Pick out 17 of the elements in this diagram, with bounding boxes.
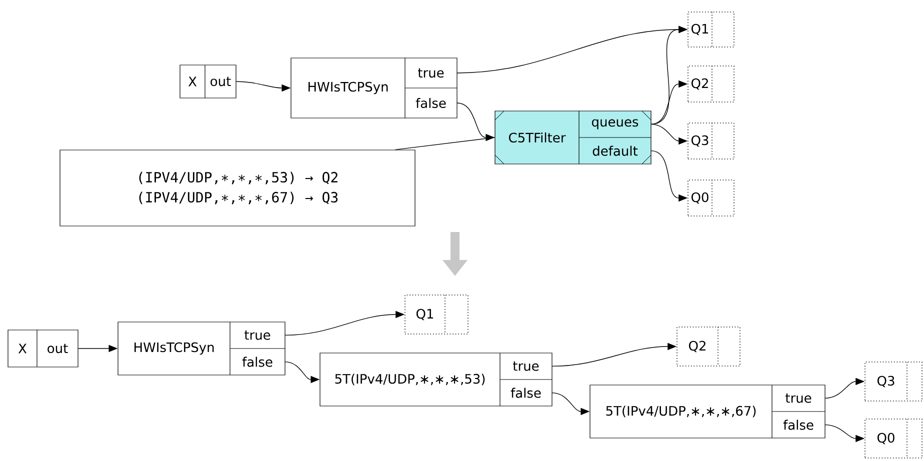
- queue-box: Q3: [864, 362, 922, 402]
- queue-box: Q3: [688, 122, 734, 160]
- queue-box: Q2: [676, 326, 740, 366]
- classifier-box: 5T(IPv4/UDP,∗,∗,∗,67) true false: [590, 384, 826, 438]
- source-box: X out: [8, 330, 78, 368]
- note-box: (IPV4/UDP,∗,∗,∗,53) → Q2 (IPV4/UDP,∗,∗,∗,67) → Q3: [60, 150, 416, 226]
- queue-box: Q0: [864, 418, 922, 458]
- classifier-box: HWIsTCPSyn true false: [290, 58, 458, 118]
- filter-box: C5TFilter queues default: [494, 110, 652, 164]
- callout-tail: [394, 137, 496, 150]
- queue-box: Q1: [688, 12, 734, 48]
- queue-box: Q0: [688, 180, 734, 216]
- queue-box: Q1: [404, 294, 468, 334]
- classifier-box: HWIsTCPSyn true false: [118, 322, 286, 376]
- queue-box: Q2: [688, 66, 734, 102]
- classifier-box: 5T(IPv4/UDP,∗,∗,∗,53) true false: [320, 352, 552, 406]
- source-box: X out: [180, 64, 236, 98]
